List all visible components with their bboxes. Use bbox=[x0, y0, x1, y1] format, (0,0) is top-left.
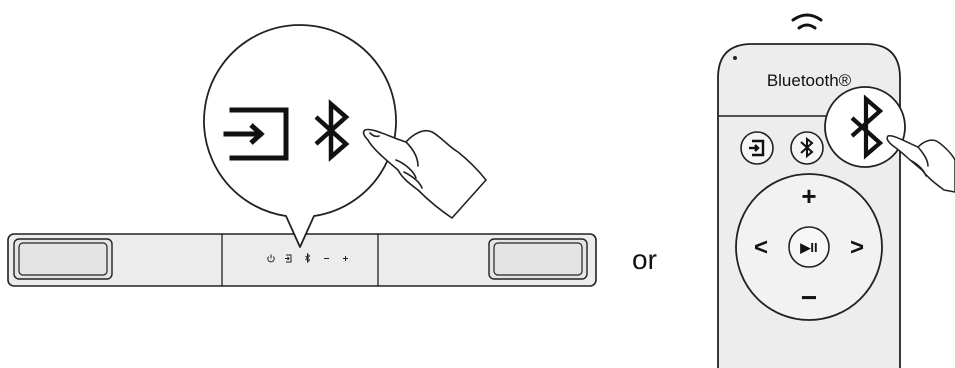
remote-bluetooth-button[interactable] bbox=[790, 131, 824, 165]
callout-bubble bbox=[203, 24, 397, 248]
next-button[interactable]: > bbox=[850, 234, 864, 261]
remote-dpad: ▶II + − < > bbox=[735, 173, 883, 321]
remote-magnifier bbox=[824, 86, 906, 168]
remote-control: Bluetooth® bbox=[717, 13, 955, 368]
play-pause-icon: ▶II bbox=[799, 240, 817, 255]
or-separator: or bbox=[632, 244, 657, 275]
play-pause-button[interactable] bbox=[788, 226, 830, 268]
remote-led bbox=[733, 56, 737, 60]
left-speaker-grille-inner bbox=[18, 242, 108, 276]
input-icon bbox=[749, 139, 765, 157]
remote-input-button[interactable] bbox=[740, 131, 774, 165]
volume-up-button[interactable]: + bbox=[801, 181, 816, 211]
pointing-finger-icon bbox=[362, 128, 487, 219]
input-icon bbox=[223, 107, 289, 161]
input-icon[interactable] bbox=[285, 254, 292, 263]
soundbar-controls bbox=[267, 252, 348, 264]
power-icon[interactable] bbox=[267, 254, 275, 263]
soundbar bbox=[7, 233, 597, 287]
volume-down-button[interactable]: − bbox=[801, 282, 817, 313]
bluetooth-icon bbox=[850, 94, 884, 160]
previous-button[interactable]: < bbox=[754, 234, 768, 261]
right-speaker-grille-inner bbox=[493, 242, 583, 276]
volume-up-icon[interactable] bbox=[343, 256, 348, 261]
bluetooth-icon[interactable] bbox=[305, 252, 311, 264]
bluetooth-icon bbox=[314, 99, 350, 162]
remote-bluetooth-label: Bluetooth® bbox=[767, 71, 852, 90]
wireless-signal-icon bbox=[791, 13, 823, 30]
bluetooth-icon bbox=[800, 136, 814, 159]
pointing-finger-icon bbox=[886, 134, 955, 193]
